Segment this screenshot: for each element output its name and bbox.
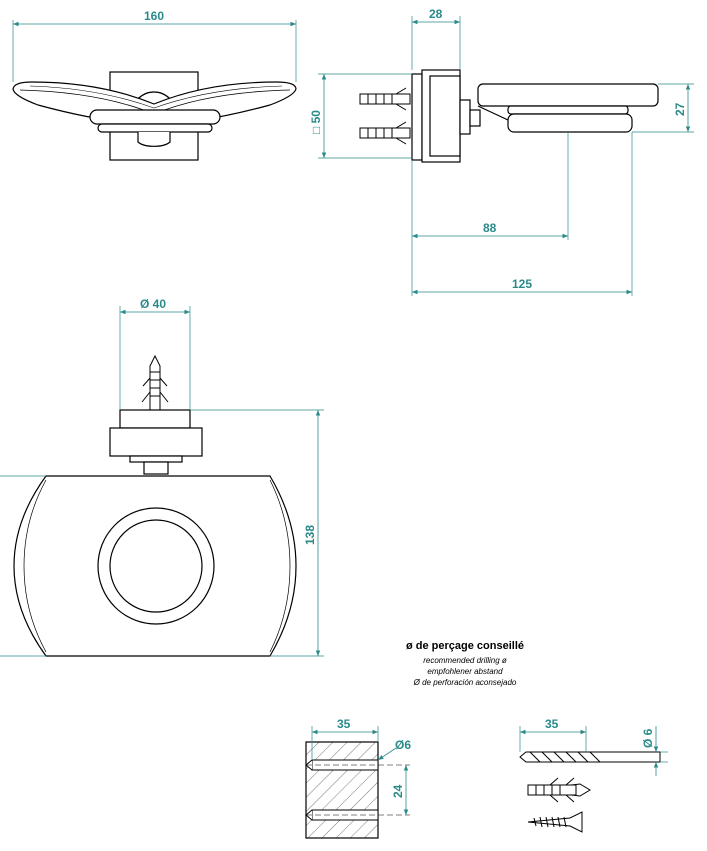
dim-label-hole-35: 35 bbox=[337, 717, 351, 731]
dim-drill-dia-6: Ø 6 bbox=[641, 726, 668, 776]
front-view bbox=[12, 71, 297, 161]
dim-label-hole-24: 24 bbox=[391, 784, 405, 798]
dim-27: 27 bbox=[632, 83, 694, 133]
dim-28: 28 bbox=[411, 7, 461, 70]
dim-160: 160 bbox=[12, 9, 297, 82]
dim-label-28: 28 bbox=[429, 7, 443, 21]
dim-50: □ 50 bbox=[309, 73, 412, 159]
dish-ring-inner bbox=[109, 519, 203, 613]
dim-label-88: 88 bbox=[483, 221, 497, 235]
dim-label-138: 138 bbox=[303, 525, 317, 545]
drilling-note-title: ø de perçage conseillé bbox=[406, 640, 524, 652]
dim-138: 138 bbox=[190, 409, 324, 657]
dim-label-drill-dia-6: Ø 6 bbox=[641, 728, 655, 748]
top-view bbox=[13, 354, 297, 657]
screw bbox=[527, 811, 583, 833]
dim-88: 88 bbox=[411, 132, 569, 296]
drill-bit bbox=[519, 751, 661, 763]
dim-hole-35: 35 bbox=[311, 717, 379, 760]
dim-hole-24: 24 bbox=[391, 765, 409, 815]
anchor-upper bbox=[359, 87, 411, 111]
anchor-top-view bbox=[141, 354, 169, 410]
dim-125: 125 bbox=[412, 132, 633, 296]
dim-label-125: 125 bbox=[512, 277, 532, 291]
drilling-note-en: recommended drilling ø bbox=[423, 656, 507, 665]
dim-label-drill-35: 35 bbox=[545, 717, 559, 731]
dim-label-diameter-40: Ø 40 bbox=[140, 297, 166, 311]
hole-section bbox=[305, 741, 410, 839]
dim-label-50: □ 50 bbox=[309, 110, 323, 134]
dim-label-160: 160 bbox=[144, 9, 164, 23]
wall-anchor bbox=[527, 777, 591, 803]
side-view bbox=[359, 69, 659, 163]
dim-hole-dia-6: Ø6 bbox=[377, 738, 411, 761]
dim-diameter-40: Ø 40 bbox=[119, 297, 191, 410]
dim-drill-35: 35 bbox=[519, 717, 587, 752]
dish-side bbox=[477, 83, 659, 107]
drilling-note-de: empfohlener abstand bbox=[427, 667, 503, 676]
dim-label-27: 27 bbox=[673, 102, 687, 116]
dim-label-hole-dia-6: Ø6 bbox=[395, 738, 411, 752]
anchor-lower bbox=[359, 121, 411, 145]
wall-plate-side bbox=[411, 73, 423, 161]
dish-base bbox=[89, 109, 221, 125]
drilling-note-es: Ø de perforación aconsejado bbox=[413, 678, 517, 687]
